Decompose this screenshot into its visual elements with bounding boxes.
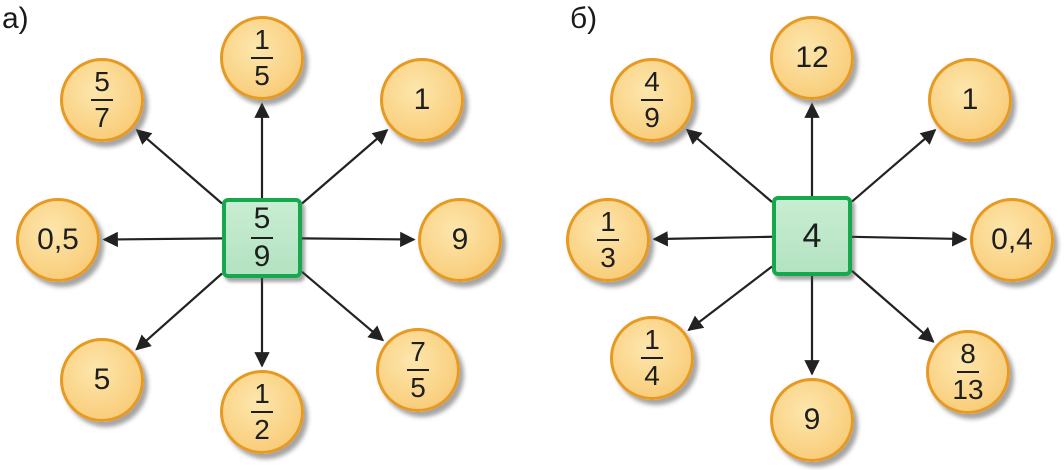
panel-label: а) xyxy=(2,2,29,35)
node-value: 0,4 xyxy=(991,223,1033,256)
arrow-ne xyxy=(301,129,389,205)
arrow-se xyxy=(301,271,385,342)
node-value: 5 xyxy=(93,363,111,396)
arrow-w xyxy=(102,231,223,248)
fraction-numerator: 7 xyxy=(407,338,429,371)
node-value: 1 xyxy=(961,83,979,116)
fraction-denominator: 3 xyxy=(600,242,616,273)
fraction-numerator: 5 xyxy=(91,68,113,101)
fraction-numerator: 1 xyxy=(597,208,619,241)
arrow-e xyxy=(301,231,416,248)
fraction-numerator: 8 xyxy=(957,340,979,373)
panel-label: б) xyxy=(570,2,598,35)
circle-node-ne: 1 xyxy=(380,58,464,142)
arrow-se xyxy=(851,270,935,343)
arrow-ne xyxy=(851,129,937,203)
fraction-numerator: 5 xyxy=(250,204,274,239)
arrow-w xyxy=(652,231,773,247)
circle-node-e: 0,4 xyxy=(970,198,1054,282)
node-value: 9 xyxy=(803,403,821,436)
fraction-numerator: 1 xyxy=(251,26,273,59)
circle-node-e: 9 xyxy=(418,198,502,282)
arrow-nw xyxy=(685,128,773,203)
circle-node-ne: 1 xyxy=(928,58,1012,142)
center-square: 4 xyxy=(772,196,852,276)
fraction-numerator: 4 xyxy=(641,68,663,101)
fraction-denominator: 4 xyxy=(644,360,660,391)
fraction-denominator: 9 xyxy=(644,102,660,133)
fraction-denominator: 5 xyxy=(410,372,426,403)
circle-node-n: 12 xyxy=(770,16,854,100)
fraction-denominator: 5 xyxy=(254,60,270,91)
arrow-e xyxy=(851,231,968,247)
hub-value: 4 xyxy=(802,217,822,255)
circle-node-w: 0,5 xyxy=(16,198,100,282)
node-value: 1 xyxy=(413,83,431,116)
arrow-nw xyxy=(135,129,223,205)
fraction-denominator: 13 xyxy=(952,374,984,405)
arrow-sw xyxy=(687,265,773,332)
node-value: 12 xyxy=(795,41,829,74)
node-value: 9 xyxy=(451,223,469,256)
arrow-sw xyxy=(135,272,223,351)
circle-node-s: 9 xyxy=(770,378,854,462)
fraction-denominator: 7 xyxy=(94,102,110,133)
fraction-denominator: 2 xyxy=(254,414,270,445)
circle-node-sw: 5 xyxy=(60,338,144,422)
fraction-numerator: 1 xyxy=(251,380,273,413)
fraction-numerator: 1 xyxy=(641,326,663,359)
node-value: 0,5 xyxy=(37,223,79,256)
fraction-denominator: 9 xyxy=(253,240,271,273)
